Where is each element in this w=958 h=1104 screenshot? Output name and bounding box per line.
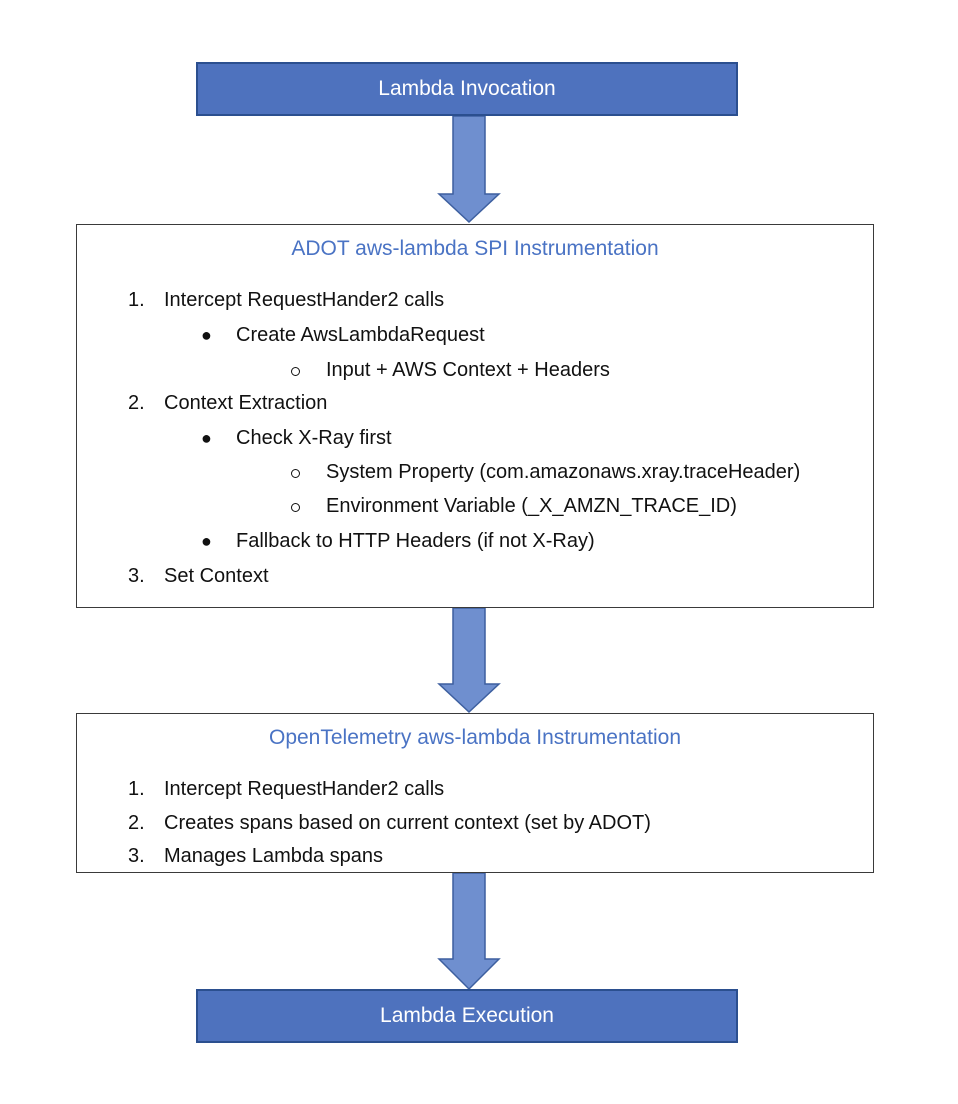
lambda-invocation-node: Lambda Invocation — [196, 62, 738, 116]
arrow-down-icon — [437, 608, 501, 714]
arrow-down-icon — [437, 116, 501, 224]
bullet-icon: ● — [201, 531, 212, 551]
adot-box-title: ADOT aws-lambda SPI Instrumentation — [291, 237, 659, 260]
lambda-execution-node: Lambda Execution — [196, 989, 738, 1043]
circle-bullet-icon — [291, 469, 300, 478]
adot-step-2-sub-1-text: System Property (com.amazonaws.xray.trac… — [326, 461, 801, 483]
otel-box-title: OpenTelemetry aws-lambda Instrumentation — [268, 726, 682, 749]
adot-step-2: 2. Context Extraction — [128, 391, 327, 415]
otel-step-3-text: Manages Lambda spans — [164, 845, 384, 867]
adot-step-3: 3. Set Context — [128, 564, 269, 588]
adot-step-2-text: Context Extraction — [164, 392, 328, 414]
otel-step-2-number: 2. — [128, 812, 145, 834]
adot-step-3-text: Set Context — [164, 565, 269, 587]
adot-step-3-number: 3. — [128, 565, 145, 587]
adot-step-1-number: 1. — [128, 289, 145, 311]
circle-bullet-icon — [291, 367, 300, 376]
circle-bullet-icon — [291, 503, 300, 512]
adot-step-1-sub-text: Input + AWS Context + Headers — [326, 359, 610, 381]
adot-step-2-bullet-1-text: Check X-Ray first — [236, 427, 392, 449]
lambda-invocation-label: Lambda Invocation — [378, 77, 556, 100]
arrow-down-icon — [437, 873, 501, 991]
lambda-execution-label: Lambda Execution — [380, 1004, 554, 1027]
adot-step-1-text: Intercept RequestHander2 calls — [164, 289, 445, 311]
bullet-icon: ● — [201, 325, 212, 345]
adot-step-2-sub-2-text: Environment Variable (_X_AMZN_TRACE_ID) — [326, 495, 737, 517]
otel-step-2: 2. Creates spans based on current contex… — [128, 811, 651, 835]
adot-instrumentation-box: ADOT aws-lambda SPI Instrumentation 1. I… — [76, 224, 874, 608]
otel-step-2-text: Creates spans based on current context (… — [164, 812, 651, 834]
adot-step-1: 1. Intercept RequestHander2 calls — [128, 288, 444, 312]
bullet-icon: ● — [201, 428, 212, 448]
otel-step-1-text: Intercept RequestHander2 calls — [164, 778, 445, 800]
otel-step-1-number: 1. — [128, 778, 145, 800]
adot-step-2-number: 2. — [128, 392, 145, 414]
adot-step-1-bullet-text: Create AwsLambdaRequest — [236, 324, 485, 346]
otel-step-3-number: 3. — [128, 845, 145, 867]
otel-instrumentation-box: OpenTelemetry aws-lambda Instrumentation… — [76, 713, 874, 873]
adot-step-2-bullet-2-text: Fallback to HTTP Headers (if not X-Ray) — [236, 530, 595, 552]
otel-step-3: 3. Manages Lambda spans — [128, 844, 383, 868]
otel-step-1: 1. Intercept RequestHander2 calls — [128, 777, 444, 801]
